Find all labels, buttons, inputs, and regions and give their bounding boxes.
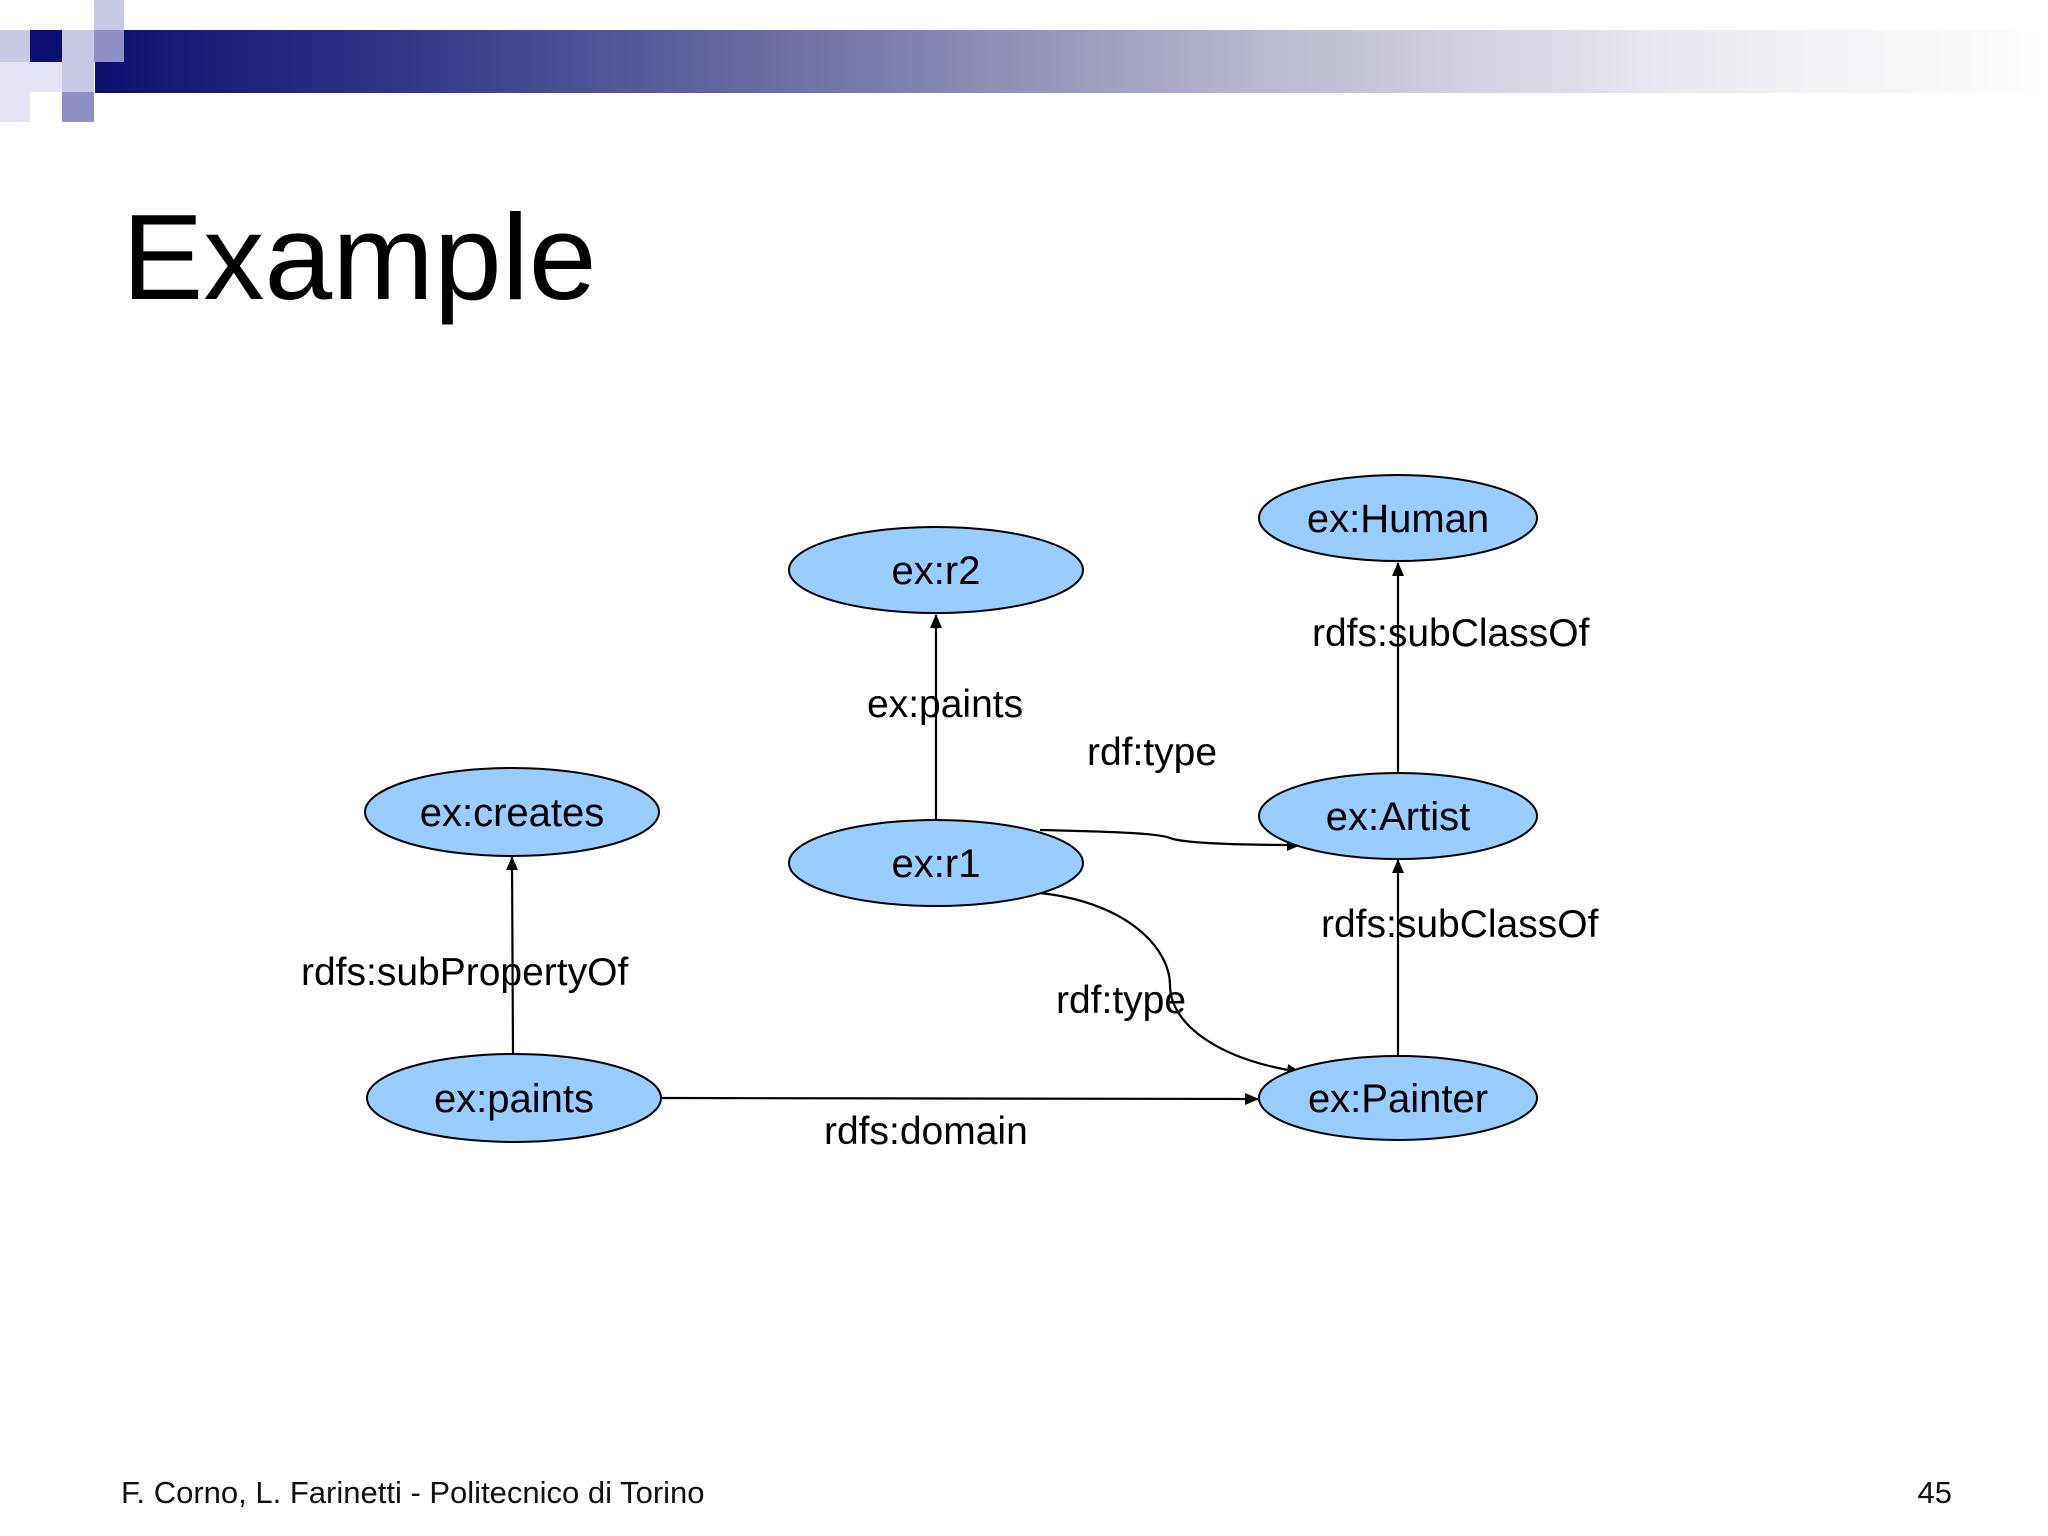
edge-label: rdf:type (1056, 979, 1186, 1022)
header-gradient-bar (95, 30, 2048, 93)
edge-r1-type-artist (1039, 828, 1301, 851)
node-label: ex:Artist (1326, 795, 1470, 839)
header-square-decoration (0, 0, 124, 124)
node-label: ex:paints (434, 1077, 594, 1121)
edge-paints-domain-painter (661, 1092, 1259, 1105)
slide-title: Example (122, 189, 597, 325)
footer-author: F. Corno, L. Farinetti - Politecnico di … (121, 1475, 705, 1510)
edge-paints-subpropertyof-creates (506, 856, 519, 1056)
node-label: ex:creates (420, 791, 605, 835)
diagram-edges (506, 562, 1404, 1105)
node-label: ex:r2 (892, 549, 981, 593)
node-label: ex:Painter (1308, 1077, 1488, 1121)
diagram-edge-labels: rdfs:subClassOf ex:paints rdf:type rdfs:… (301, 612, 1599, 1153)
diagram-node-artist: ex:Artist (1258, 772, 1538, 860)
edge-label: rdfs:domain (824, 1110, 1028, 1153)
diagram-node-human: ex:Human (1258, 474, 1538, 562)
edge-label: rdfs:subClassOf (1321, 903, 1599, 946)
edge-label: rdf:type (1087, 731, 1217, 774)
node-label: ex:Human (1307, 497, 1489, 541)
node-label: ex:r1 (892, 842, 981, 886)
edge-r1-type-painter (1039, 891, 1301, 1077)
diagram-node-r2: ex:r2 (788, 526, 1084, 614)
edge-label: rdfs:subClassOf (1312, 612, 1590, 655)
edge-label: rdfs:subPropertyOf (301, 951, 628, 994)
edge-label: ex:paints (867, 683, 1023, 726)
diagram-node-creates: ex:creates (364, 767, 660, 857)
diagram-node-painter: ex:Painter (1258, 1055, 1538, 1141)
diagram-node-r1: ex:r1 (788, 819, 1084, 907)
page-number: 45 (1917, 1475, 1952, 1510)
diagram-node-paints: ex:paints (366, 1053, 662, 1143)
